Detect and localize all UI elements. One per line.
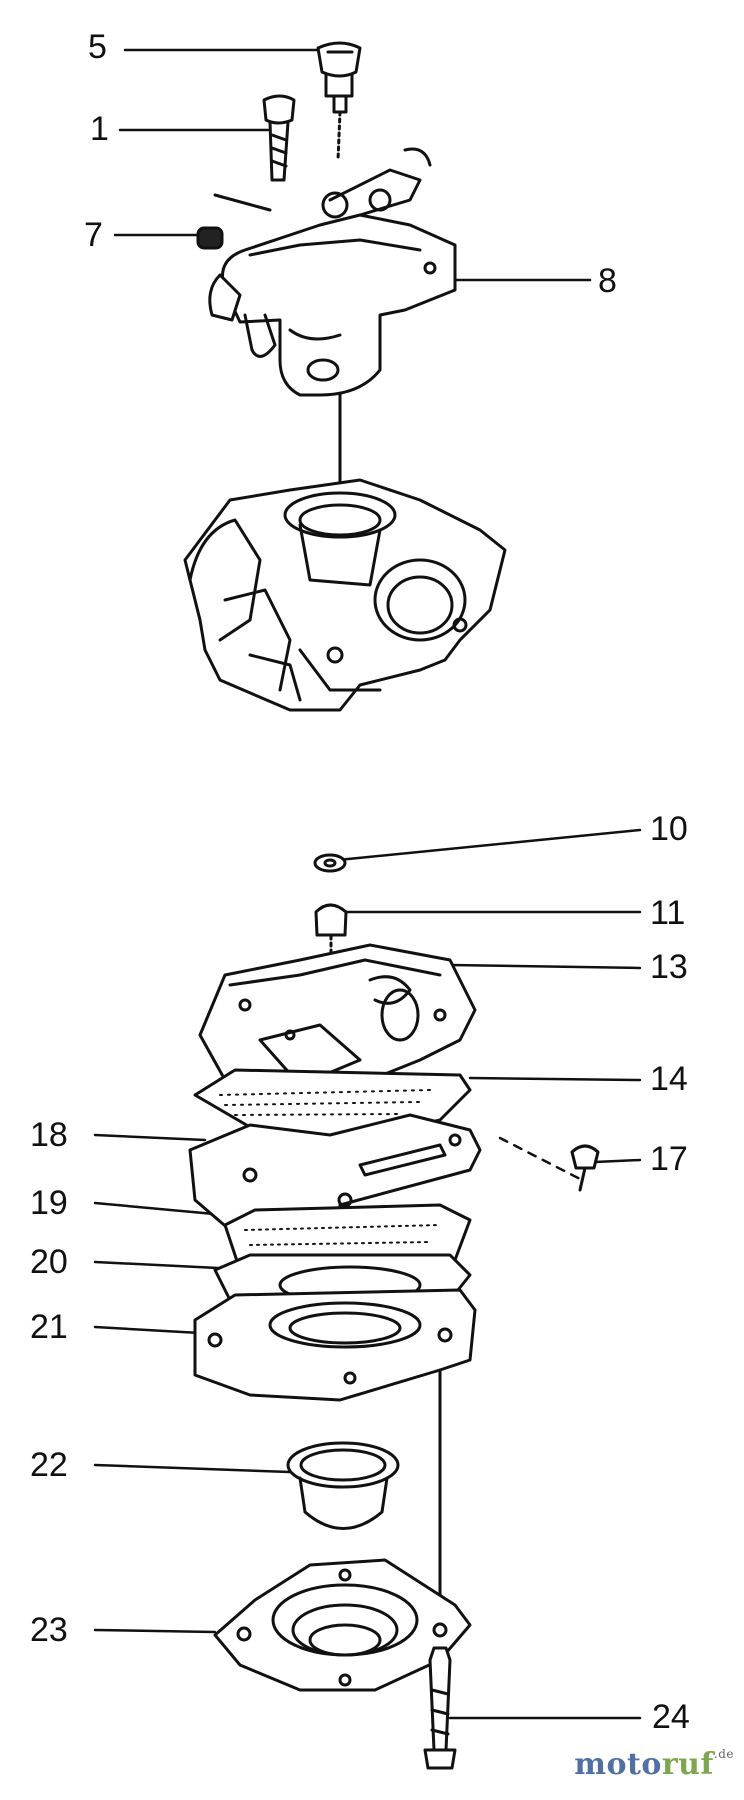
- callout-23: 23: [30, 1611, 68, 1649]
- callout-18: 18: [30, 1116, 68, 1154]
- part-10-washer: [313, 853, 347, 873]
- callout-7: 7: [84, 216, 103, 254]
- part-17-screw: [570, 1144, 600, 1192]
- callout-17: 17: [650, 1140, 688, 1178]
- part-22-cup: [286, 1441, 400, 1530]
- callout-1: 1: [90, 110, 109, 148]
- watermark-brand-b: ruf: [661, 1747, 714, 1782]
- callout-14: 14: [650, 1060, 688, 1098]
- callout-20: 20: [30, 1243, 68, 1281]
- callout-5: 5: [88, 28, 107, 66]
- part-5-screw: [316, 41, 362, 162]
- leader-lines: [93, 48, 642, 1720]
- part-8-carburetor-body: [208, 147, 457, 397]
- callout-22: 22: [30, 1446, 68, 1484]
- watermark-logo: motoruf.de: [574, 1747, 734, 1782]
- part-1-screw: [262, 94, 296, 182]
- part-21-housing: [193, 1288, 477, 1612]
- part-24-bolt: [423, 1646, 457, 1770]
- part-23-base-plate: [213, 1558, 472, 1692]
- carburetor-main-body: [183, 478, 507, 712]
- callout-11: 11: [650, 894, 686, 932]
- callout-24: 24: [652, 1698, 690, 1736]
- callout-13: 13: [650, 948, 688, 986]
- callout-10: 10: [650, 810, 688, 848]
- watermark-brand-a: moto: [574, 1747, 662, 1782]
- callout-19: 19: [30, 1184, 68, 1222]
- watermark-tld: .de: [713, 1747, 734, 1761]
- part-7-plug: [196, 226, 224, 250]
- callout-21: 21: [30, 1308, 68, 1346]
- callout-8: 8: [598, 262, 617, 300]
